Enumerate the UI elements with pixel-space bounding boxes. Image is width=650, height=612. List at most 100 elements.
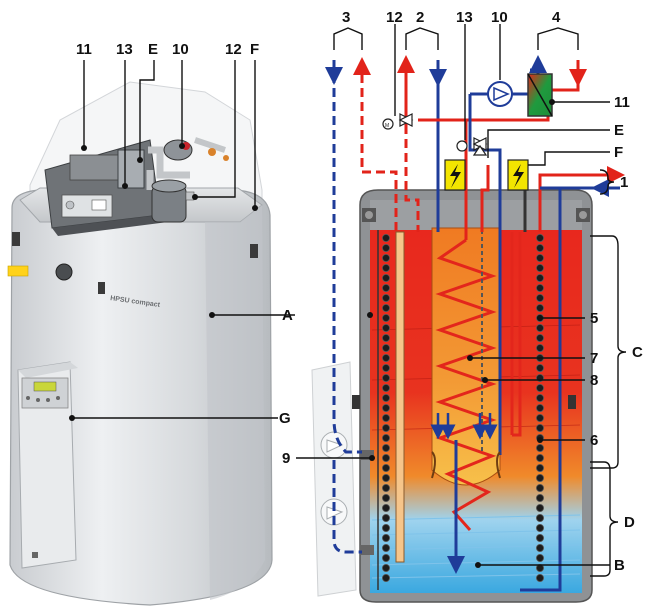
coil-ring [381,363,390,372]
coil-ring [536,283,545,292]
coil-ring [381,373,390,382]
clip-right [250,244,258,258]
coil-ring [536,534,545,543]
heat-exchanger-icon [527,73,553,117]
control-unit [17,361,78,569]
coil-ring [536,393,545,402]
coil-ring [381,253,390,262]
coil-ring [536,423,545,432]
coil-ring [381,333,390,342]
coil-ring [536,463,545,472]
coil-ring [536,413,545,422]
coil-ring [536,303,545,312]
coil-ring [381,403,390,412]
cold-water-lines [371,514,581,579]
coil-ring [381,383,390,392]
coil-ring [381,303,390,312]
label-10-left: 10 [172,41,189,58]
label-7: 7 [590,350,598,367]
coil-ring [536,383,545,392]
label-e-left: E [148,41,158,58]
coil-ring [381,393,390,402]
coil-ring [381,353,390,362]
right-coil [536,233,545,583]
coil-ring [381,574,390,583]
coil-ring [536,544,545,553]
label-1: 1 [620,174,628,191]
coil-ring [381,413,390,422]
logo-sticker [7,265,29,277]
label-8: 8 [590,372,598,389]
coil-ring [536,343,545,352]
label-10-right: 10 [491,9,508,26]
coil-ring [381,433,390,442]
coil-ring [381,463,390,472]
coil-ring [381,493,390,502]
left-leaders [69,60,295,421]
coil-ring [381,473,390,482]
coil-ring [536,253,545,262]
clip-mid [98,282,105,294]
label-b: B [614,557,625,574]
coil-ring [536,554,545,563]
coil-ring [536,243,545,252]
coil-ring [381,423,390,432]
coil-ring [381,323,390,332]
coil-ring [536,524,545,533]
coil-ring [536,453,545,462]
zigzag-heat-exchanger [435,238,497,531]
label-4: 4 [552,9,561,26]
coil-ring [536,233,545,242]
clip-left [12,232,20,246]
label-3: 3 [342,9,350,26]
coil-ring [381,233,390,242]
label-9: 9 [282,450,290,467]
coil-ring [381,534,390,543]
coil-ring [381,343,390,352]
cabinet-knob [55,263,73,281]
coil-ring [536,323,545,332]
label-6: 6 [590,432,598,449]
tank-cutaway [352,189,593,603]
coil-ring [536,443,545,452]
lightning-warning-icon [444,159,529,191]
label-12-left: 12 [225,41,242,58]
label-f-left: F [250,41,259,58]
label-c: C [632,344,643,361]
coil-ring [381,293,390,302]
top-module [44,137,229,236]
right-leaders [296,24,627,577]
label-13-right: 13 [456,9,473,26]
coil-ring [381,283,390,292]
coil-ring [381,443,390,452]
coil-ring [381,483,390,492]
coil-ring [536,483,545,492]
coil-ring [536,473,545,482]
label-12-right: 12 [386,9,403,26]
coil-ring [381,544,390,553]
coil-ring [381,313,390,322]
label-f-right: F [614,144,623,161]
label-a: A [282,307,293,324]
coil-ring [536,333,545,342]
coil-ring [381,564,390,573]
label-e-right: E [614,122,624,139]
valve-icon: M [382,113,488,156]
svg-text:M: M [385,123,389,129]
label-11-right: 11 [614,94,630,111]
coil-ring [536,403,545,412]
coil-ring [536,363,545,372]
label-d: D [624,514,635,531]
coil-ring [536,493,545,502]
label-2: 2 [416,9,424,26]
coil-ring [536,273,545,282]
coil-ring [536,574,545,583]
coil-ring [381,503,390,512]
coil-ring [381,453,390,462]
circulation-pump [487,81,513,107]
left-coil [381,233,390,583]
coil-ring [536,503,545,512]
coil-ring [381,514,390,523]
label-5: 5 [590,310,598,327]
